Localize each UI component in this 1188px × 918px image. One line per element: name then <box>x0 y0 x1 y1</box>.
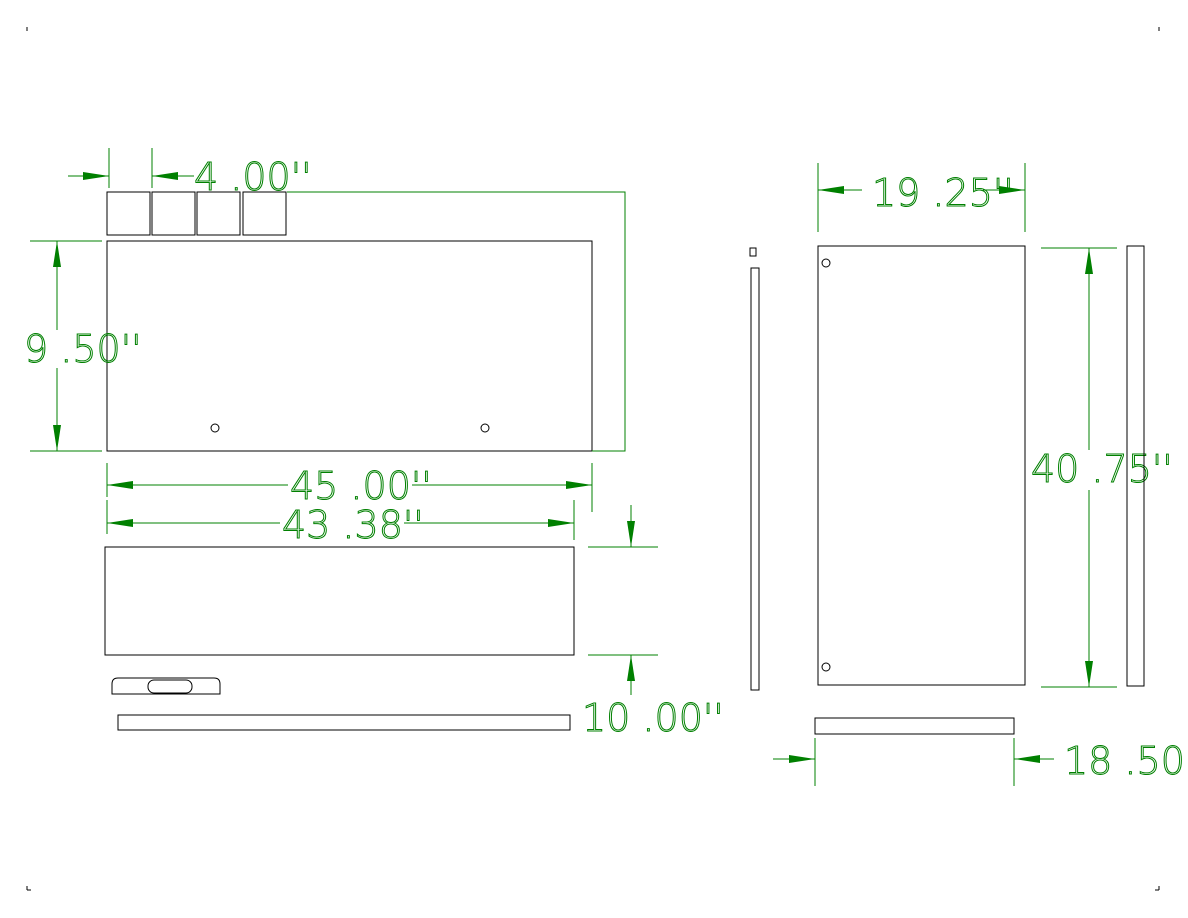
dim-base-depth: 10 .00'' <box>582 505 724 741</box>
dim-text-panel-height: 9 .50'' <box>24 327 142 371</box>
dim-tab-width: 4 .00'' <box>68 148 312 200</box>
front-panel-hole-right <box>480 423 490 433</box>
dim-overall-width: 45 .00'' <box>106 463 593 512</box>
dim-bottom-width: 18 .50 <box>773 738 1185 786</box>
dim-text-overall-width: 45 .00'' <box>290 464 432 508</box>
front-panel <box>106 240 593 452</box>
tab-3 <box>196 191 241 236</box>
corner-marks <box>26 27 1160 891</box>
front-panel-hole-left <box>210 423 220 433</box>
dim-panel-height: 9 .50'' <box>24 240 142 452</box>
side-edge-strip <box>750 267 760 691</box>
side-panel-hole-top <box>821 258 831 268</box>
tab-2 <box>151 191 196 236</box>
right-edge-strip <box>1126 245 1145 687</box>
front-panel-group <box>106 191 593 452</box>
bottom-board <box>814 717 1015 735</box>
tab-4 <box>242 191 287 236</box>
front-panel-outline <box>287 191 626 452</box>
handle-strip <box>111 677 221 695</box>
dim-text-base-depth: 10 .00'' <box>582 696 724 740</box>
dim-side-height: 40 .75'' <box>1031 247 1173 688</box>
dim-text-side-height: 40 .75'' <box>1031 447 1173 491</box>
side-edge-cap <box>749 247 757 257</box>
side-panel <box>817 245 1026 686</box>
edge-board <box>117 714 571 731</box>
dim-text-bottom-width: 18 .50 <box>1064 739 1185 783</box>
handle-slot <box>147 679 193 694</box>
dim-base-width: 43 .38'' <box>106 500 575 548</box>
dim-text-side-width: 19 .25'' <box>872 171 1014 215</box>
tab-1 <box>106 191 151 236</box>
side-panel-hole-bottom <box>821 662 831 672</box>
base-board <box>104 546 575 656</box>
dim-side-width: 19 .25'' <box>817 163 1026 232</box>
dim-text-tab-width: 4 .00'' <box>194 155 312 199</box>
dim-text-base-width: 43 .38'' <box>282 503 424 547</box>
